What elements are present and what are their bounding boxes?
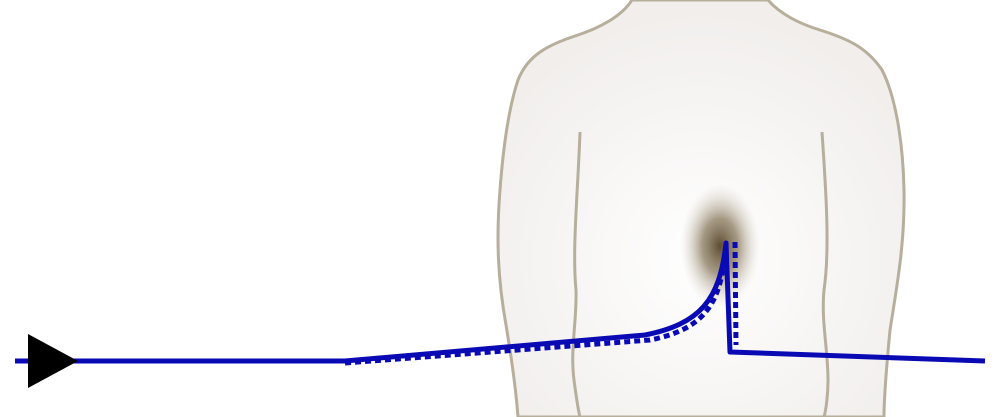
dark-shaded-region	[680, 184, 760, 308]
play-arrow-icon	[28, 334, 78, 388]
